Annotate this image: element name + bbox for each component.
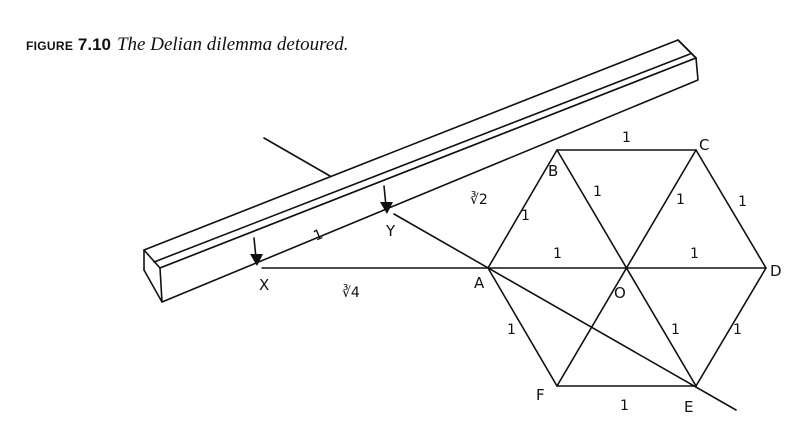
straightedge-end-right-edge <box>677 39 697 59</box>
figure-title: The Delian dilemma detoured. <box>116 34 349 55</box>
length-label-fe: 1 <box>620 398 629 414</box>
length-label-od: 1 <box>690 246 699 262</box>
length-label-oe: 1 <box>671 322 680 338</box>
arrow-x-head <box>250 254 263 266</box>
figure-label: FIGURE <box>26 39 74 53</box>
point-label-y: Y <box>385 222 396 240</box>
diagonal-cf <box>556 149 697 387</box>
point-label-d: D <box>770 262 782 280</box>
straightedge-front-face <box>159 57 699 303</box>
length-label-ob: 1 <box>593 184 602 200</box>
length-label-ya: ∛2 <box>470 191 488 208</box>
length-label-oc: 1 <box>676 192 685 208</box>
figure-number: 7.10 <box>77 35 111 54</box>
point-label-c: C <box>699 136 709 154</box>
point-label-x: X <box>259 276 269 294</box>
length-label-xa: ∛4 <box>342 284 360 301</box>
point-label-o: O <box>614 284 626 302</box>
arrow-y-head <box>380 202 393 214</box>
figure-caption: FIGURE 7.10 The Delian dilemma detoured. <box>26 34 348 56</box>
length-label-de: 1 <box>733 322 742 338</box>
length-label-bc: 1 <box>622 130 631 146</box>
line-ba-extension <box>263 137 331 177</box>
point-label-e: E <box>684 398 693 416</box>
straightedge-edge-line <box>153 53 691 263</box>
length-label-ao: 1 <box>553 246 562 262</box>
line-y-through-a-to-e <box>393 213 737 411</box>
length-label-af: 1 <box>507 322 516 338</box>
point-label-b: B <box>548 162 558 180</box>
straightedge <box>143 39 699 303</box>
length-label-ab: 1 <box>521 208 530 224</box>
point-label-a: A <box>474 274 485 292</box>
point-label-f: F <box>536 386 545 404</box>
straightedge-end-bottom-edge <box>143 269 163 303</box>
length-label-cd: 1 <box>738 194 747 210</box>
